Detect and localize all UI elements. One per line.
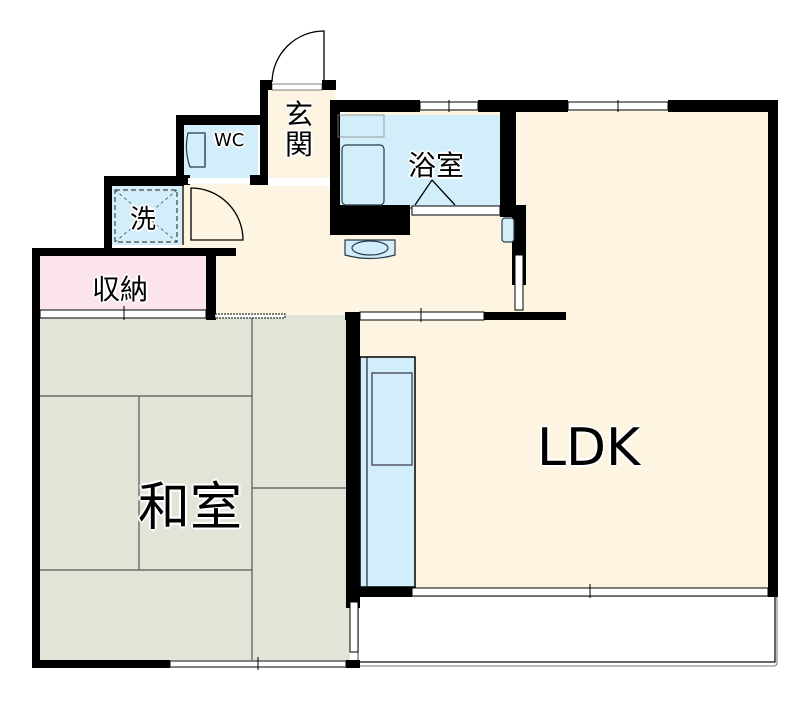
room-label-toilet: WC <box>214 130 245 151</box>
room-label-ldk: LDK <box>537 418 641 478</box>
doors <box>182 30 456 245</box>
kitchen-counter <box>359 356 416 588</box>
room-label-bath: 浴室 <box>408 149 465 182</box>
room-label-washer: 洗 <box>130 205 157 235</box>
room-label-washitsu: 和室 <box>138 478 243 538</box>
fixtures <box>185 132 515 260</box>
room-label-storage: 収納 <box>92 273 149 306</box>
stove-icon <box>371 372 413 466</box>
entrance-floor <box>265 90 335 185</box>
storage-floor <box>38 255 208 313</box>
room-label-entrance: 玄関 <box>285 98 314 161</box>
windows <box>39 100 769 670</box>
tatami-lines <box>40 318 350 660</box>
balcony <box>357 595 776 663</box>
washer-floor <box>110 185 182 245</box>
